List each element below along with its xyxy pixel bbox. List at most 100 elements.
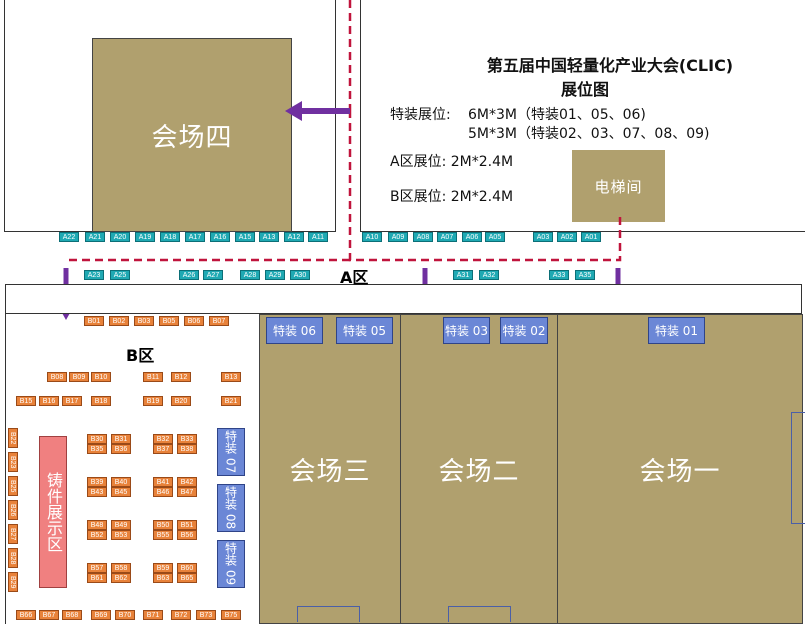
b-booth[interactable]: B20 <box>171 396 191 406</box>
a-booth[interactable]: A31 <box>453 270 473 280</box>
b-booth[interactable]: B21 <box>221 396 241 406</box>
b-booth[interactable]: B22 <box>8 428 18 448</box>
a-booth[interactable]: A32 <box>479 270 499 280</box>
a-booth[interactable]: A02 <box>557 232 577 242</box>
b-booth[interactable]: B50 <box>153 520 173 530</box>
special-booth-06[interactable]: 特装 06 <box>266 317 323 344</box>
b-booth[interactable]: B12 <box>171 372 191 382</box>
b-booth[interactable]: B11 <box>143 372 163 382</box>
b-booth[interactable]: B57 <box>87 563 107 573</box>
b-booth[interactable]: B33 <box>177 434 197 444</box>
b-booth[interactable]: B68 <box>62 610 82 620</box>
a-booth[interactable]: A01 <box>581 232 601 242</box>
b-booth[interactable]: B25 <box>8 476 18 496</box>
b-booth[interactable]: B69 <box>91 610 111 620</box>
special-booth-01[interactable]: 特装 01 <box>648 317 705 344</box>
b-booth[interactable]: B51 <box>177 520 197 530</box>
b-booth[interactable]: B10 <box>91 372 111 382</box>
b-booth[interactable]: B47 <box>177 487 197 497</box>
b-booth[interactable]: B73 <box>196 610 216 620</box>
a-booth[interactable]: A18 <box>160 232 180 242</box>
a-booth[interactable]: A33 <box>549 270 569 280</box>
b-booth[interactable]: B01 <box>84 316 104 326</box>
b-booth[interactable]: B05 <box>159 316 179 326</box>
a-booth[interactable]: A15 <box>235 232 255 242</box>
special-booth-03[interactable]: 特装 03 <box>443 317 490 344</box>
special-booth-09[interactable]: 特装 09 <box>217 540 245 588</box>
a-booth[interactable]: A22 <box>59 232 79 242</box>
a-booth[interactable]: A17 <box>185 232 205 242</box>
b-booth[interactable]: B71 <box>143 610 163 620</box>
b-booth[interactable]: B06 <box>184 316 204 326</box>
b-booth[interactable]: B59 <box>153 563 173 573</box>
b-booth[interactable]: B35 <box>87 444 107 454</box>
b-booth[interactable]: B38 <box>177 444 197 454</box>
a-booth[interactable]: A08 <box>413 232 433 242</box>
b-booth[interactable]: B46 <box>153 487 173 497</box>
b-booth[interactable]: B02 <box>109 316 129 326</box>
b-booth[interactable]: B45 <box>111 487 131 497</box>
special-booth-05[interactable]: 特装 05 <box>336 317 393 344</box>
b-booth[interactable]: B63 <box>153 573 173 583</box>
b-booth[interactable]: B29 <box>8 572 18 592</box>
a-booth[interactable]: A28 <box>240 270 260 280</box>
b-booth[interactable]: B07 <box>209 316 229 326</box>
b-booth[interactable]: B75 <box>221 610 241 620</box>
b-booth[interactable]: B15 <box>16 396 36 406</box>
a-booth[interactable]: A16 <box>210 232 230 242</box>
b-booth[interactable]: B19 <box>143 396 163 406</box>
b-booth[interactable]: B28 <box>8 548 18 568</box>
b-booth[interactable]: B31 <box>111 434 131 444</box>
b-booth[interactable]: B67 <box>39 610 59 620</box>
a-booth[interactable]: A10 <box>362 232 382 242</box>
a-booth[interactable]: A11 <box>308 232 328 242</box>
a-booth[interactable]: A13 <box>259 232 279 242</box>
b-booth[interactable]: B36 <box>111 444 131 454</box>
a-booth[interactable]: A35 <box>575 270 595 280</box>
a-booth[interactable]: A27 <box>203 270 223 280</box>
a-booth[interactable]: A12 <box>284 232 304 242</box>
a-booth[interactable]: A30 <box>290 270 310 280</box>
b-booth[interactable]: B17 <box>62 396 82 406</box>
b-booth[interactable]: B65 <box>177 573 197 583</box>
b-booth[interactable]: B56 <box>177 530 197 540</box>
b-booth[interactable]: B13 <box>221 372 241 382</box>
a-booth[interactable]: A23 <box>84 270 104 280</box>
a-booth[interactable]: A05 <box>485 232 505 242</box>
b-booth[interactable]: B30 <box>87 434 107 444</box>
special-booth-08[interactable]: 特装 08 <box>217 484 245 532</box>
b-booth[interactable]: B09 <box>69 372 89 382</box>
b-booth[interactable]: B72 <box>171 610 191 620</box>
b-booth[interactable]: B70 <box>115 610 135 620</box>
b-booth[interactable]: B41 <box>153 477 173 487</box>
b-booth[interactable]: B08 <box>47 372 67 382</box>
b-booth[interactable]: B49 <box>111 520 131 530</box>
b-booth[interactable]: B26 <box>8 500 18 520</box>
special-booth-02[interactable]: 特装 02 <box>500 317 548 344</box>
a-booth[interactable]: A26 <box>179 270 199 280</box>
b-booth[interactable]: B32 <box>153 434 173 444</box>
b-booth[interactable]: B18 <box>91 396 111 406</box>
a-booth[interactable]: A29 <box>265 270 285 280</box>
b-booth[interactable]: B39 <box>87 477 107 487</box>
b-booth[interactable]: B43 <box>87 487 107 497</box>
b-booth[interactable]: B55 <box>153 530 173 540</box>
special-booth-07[interactable]: 特装 07 <box>217 428 245 476</box>
b-booth[interactable]: B23 <box>8 452 18 472</box>
a-booth[interactable]: A20 <box>110 232 130 242</box>
b-booth[interactable]: B48 <box>87 520 107 530</box>
a-booth[interactable]: A25 <box>110 270 130 280</box>
b-booth[interactable]: B37 <box>153 444 173 454</box>
a-booth[interactable]: A19 <box>135 232 155 242</box>
b-booth[interactable]: B66 <box>16 610 36 620</box>
b-booth[interactable]: B03 <box>134 316 154 326</box>
b-booth[interactable]: B62 <box>111 573 131 583</box>
b-booth[interactable]: B52 <box>87 530 107 540</box>
a-booth[interactable]: A09 <box>388 232 408 242</box>
a-booth[interactable]: A21 <box>85 232 105 242</box>
a-booth[interactable]: A03 <box>533 232 553 242</box>
b-booth[interactable]: B58 <box>111 563 131 573</box>
b-booth[interactable]: B61 <box>87 573 107 583</box>
a-booth[interactable]: A07 <box>437 232 457 242</box>
b-booth[interactable]: B42 <box>177 477 197 487</box>
